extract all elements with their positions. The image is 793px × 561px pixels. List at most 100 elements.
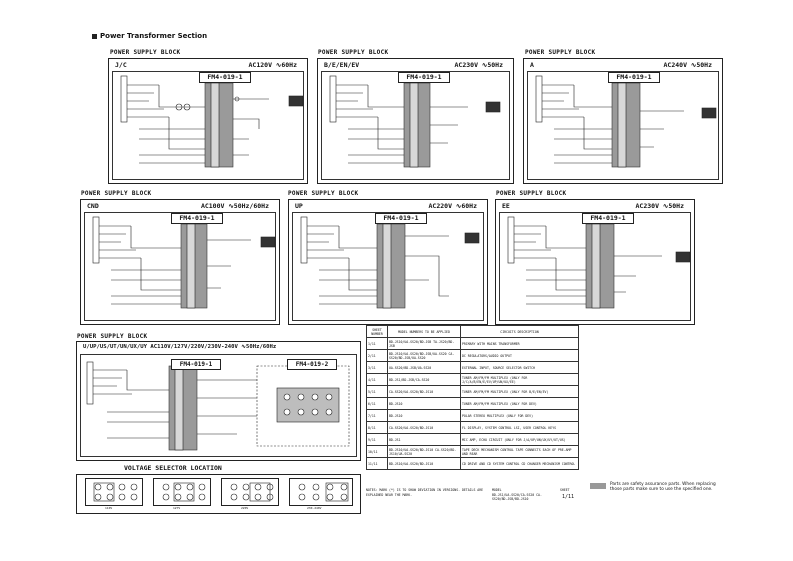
model-cell: CA-SS20/UA-SS20/BD-JS10 bbox=[387, 421, 461, 434]
table-header: MODEL NUMBERS TO BE APPLIED bbox=[387, 325, 461, 338]
sheet-cell: 1/11 bbox=[366, 337, 388, 350]
ic-label-2: FM4-019-2 bbox=[287, 359, 337, 370]
schematic-area bbox=[499, 212, 691, 321]
description-cell: TUNER AM/FM/FM MULTIPLEX (ONLY FOR DEV) bbox=[460, 397, 579, 410]
schematic-panel-cnd: CND AC100V ∿50Hz/60Hz FM4-019-1 bbox=[80, 199, 280, 325]
model-cell: BD-JS10/UA-SS20/BD-JS10 CA-SS20/BD-JS10/… bbox=[387, 445, 461, 458]
description-cell: PRIMARY WITH MAINS TRANSFORMER bbox=[460, 337, 579, 350]
block-label-1: POWER SUPPLY BLOCK bbox=[110, 49, 181, 56]
description-cell: DC REGULATORS/AUDIO OUTPUT bbox=[460, 349, 579, 362]
ic-label: FM4-019-1 bbox=[608, 72, 660, 83]
schematic-panel-up: UP AC220V ∿60Hz FM4-019-1 bbox=[288, 199, 488, 325]
sheet-cell: 7/11 bbox=[366, 409, 388, 422]
voltage-position-box bbox=[153, 478, 211, 506]
panel-region: J/C bbox=[115, 61, 127, 69]
schematic-panel-b-e-en-ev: B/E/EN/EV AC230V ∿50Hz FM4-019-1 bbox=[317, 58, 514, 184]
panel-region: EE bbox=[502, 202, 510, 210]
schematic-panel-u-multi: U/UP/US/UT/UN/UX/UY AC110V/127V/220V/230… bbox=[76, 341, 361, 461]
description-cell: EXTERNAL INPUT, SOURCE SELECTOR SWITCH bbox=[460, 361, 579, 374]
description-cell: FL DISPLAY, SYSTEM CONTROL LSI, USER CON… bbox=[460, 421, 579, 434]
schematic-panel-jc: J/C AC120V ∿60Hz FM4-019-1 bbox=[108, 58, 308, 184]
section-header: Power Transformer Section bbox=[92, 32, 207, 40]
schematic-panel-ee: EE AC230V ∿50Hz FM4-019-1 bbox=[495, 199, 695, 325]
sheet-cell: 5/11 bbox=[366, 385, 388, 398]
block-label-3: POWER SUPPLY BLOCK bbox=[525, 49, 596, 56]
model-cell: BD-JS10/UA-SS20/BD-JSB TA-JS20/BD-JSB bbox=[387, 337, 461, 350]
schematic-area bbox=[112, 71, 304, 180]
model-cell: BD-JS1 bbox=[387, 433, 461, 446]
schematic-area bbox=[80, 354, 357, 457]
voltage-position-box bbox=[289, 478, 353, 506]
ic-label: FM4-019-1 bbox=[171, 359, 221, 370]
safety-marker-icon bbox=[590, 483, 606, 489]
panel-region: U/UP/US/UT/UN/UX/UY AC110V/127V/220V/230… bbox=[83, 344, 277, 350]
description-cell: POLAR STEREO MULTIPLEX (ONLY FOR DEV) bbox=[460, 409, 579, 422]
schematic-drawing bbox=[86, 361, 350, 451]
voltage-position-box bbox=[85, 478, 143, 506]
voltage-label-110: 110V bbox=[105, 506, 113, 510]
ic-label: FM4-019-1 bbox=[199, 72, 251, 83]
description-cell: CD DRIVE AND CD SYSTEM CONTROL CD CHANGE… bbox=[460, 457, 579, 470]
block-label-2: POWER SUPPLY BLOCK bbox=[318, 49, 389, 56]
schematic-drawing bbox=[92, 216, 276, 309]
circuit-description-table: SHEET NUMBER MODEL NUMBERS TO BE APPLIED… bbox=[366, 325, 579, 470]
model-cell: BD-JS10/UA-SS20/BD-JSB/UA-SS20 CA-SS20/B… bbox=[387, 349, 461, 362]
model-cell: BD-JS10 bbox=[387, 397, 461, 410]
schematic-area bbox=[321, 71, 510, 180]
schematic-drawing bbox=[120, 75, 304, 168]
sheet-value: 1/11 bbox=[562, 494, 575, 500]
schematic-area bbox=[84, 212, 276, 321]
schematic-drawing bbox=[535, 75, 717, 168]
voltage-position-box bbox=[221, 478, 279, 506]
panel-ac-spec: AC240V ∿50Hz bbox=[663, 61, 713, 69]
panel-ac-spec: AC230V ∿50Hz bbox=[635, 202, 685, 210]
model-value: BD-JS1/UA-SS20/CA-SS20 CA-SS20/BD-JSB/BD… bbox=[492, 493, 542, 501]
schematic-area bbox=[292, 212, 484, 321]
bullet-square-icon bbox=[92, 33, 97, 39]
voltage-selector-title: VOLTAGE SELECTOR LOCATION bbox=[124, 464, 222, 472]
ic-label: FM4-019-1 bbox=[375, 213, 427, 224]
model-cell: BD-JS1/BD-JSB/CA-SS20 bbox=[387, 373, 461, 386]
sheet-cell: 4/11 bbox=[366, 373, 388, 386]
panel-region: CND bbox=[87, 202, 99, 210]
block-label-7: POWER SUPPLY BLOCK bbox=[77, 333, 148, 340]
block-label-6: POWER SUPPLY BLOCK bbox=[496, 190, 567, 197]
panel-region: A bbox=[530, 61, 534, 69]
voltage-label-230-240: 230-240V bbox=[307, 506, 322, 510]
panel-ac-spec: AC220V ∿60Hz bbox=[428, 202, 478, 210]
voltage-label-220: 220V bbox=[241, 506, 249, 510]
voltage-label-127: 127V bbox=[173, 506, 181, 510]
ic-label: FM4-019-1 bbox=[398, 72, 450, 83]
description-cell: MIC AMP, ECHO CIRCUIT (ONLY FOR J/A/UP/U… bbox=[460, 433, 579, 446]
model-cell: BD-JS10 bbox=[387, 409, 461, 422]
schematic-drawing bbox=[329, 75, 501, 168]
ic-label: FM4-019-1 bbox=[582, 213, 634, 224]
sheet-cell: 9/11 bbox=[366, 433, 388, 446]
description-cell: TUNER AM/FM/FM MULTIPLEX (ONLY FOR J/C/A… bbox=[460, 373, 579, 386]
schematic-drawing bbox=[507, 216, 691, 309]
panel-region: B/E/EN/EV bbox=[324, 61, 360, 69]
description-cell: TUNER AM/FM/FM MULTIPLEX (ONLY FOR B/E/E… bbox=[460, 385, 579, 398]
sheet-cell: 3/11 bbox=[366, 361, 388, 374]
table-header: CIRCUITS DESCRIPTION bbox=[460, 325, 579, 338]
panel-ac-spec: AC120V ∿60Hz bbox=[248, 61, 298, 69]
block-label-5: POWER SUPPLY BLOCK bbox=[288, 190, 359, 197]
sheet-cell: 10/11 bbox=[366, 445, 388, 458]
table-header-row: SHEET NUMBER MODEL NUMBERS TO BE APPLIED… bbox=[366, 325, 579, 338]
notes-text: NOTES: MARK (*) IS TO SHOW DEVIATION IN … bbox=[366, 488, 484, 497]
panel-ac-spec: AC230V ∿50Hz bbox=[454, 61, 504, 69]
schematic-panel-a: A AC240V ∿50Hz FM4-019-1 bbox=[523, 58, 723, 184]
model-cell: CA-SS20/UA-SS20/BD-JS10 bbox=[387, 385, 461, 398]
sheet-cell: 6/11 bbox=[366, 397, 388, 410]
sheet-label: SHEET bbox=[560, 488, 570, 492]
sheet-cell: 11/11 bbox=[366, 457, 388, 470]
voltage-selector-panel: 110V 127V 220V 230-240V bbox=[76, 474, 361, 514]
